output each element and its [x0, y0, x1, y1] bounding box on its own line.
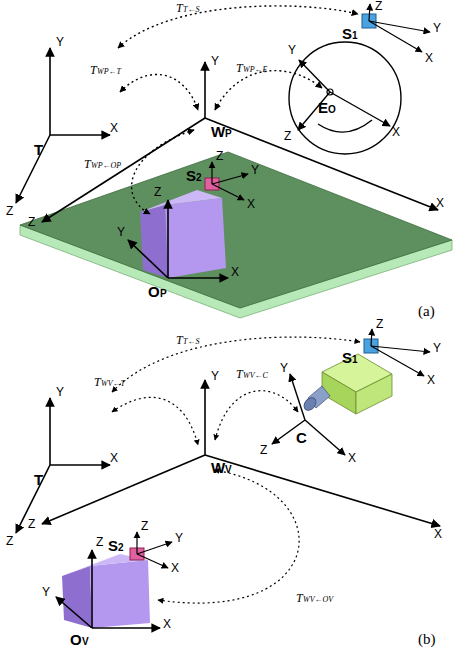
- axis-label: X: [110, 452, 118, 464]
- axis-label: X: [231, 266, 239, 278]
- transform-label: T: [236, 62, 243, 74]
- frame-label: T: [34, 472, 43, 487]
- transform-subscript: WV←OV: [303, 596, 333, 604]
- axis-label: Y: [251, 164, 259, 176]
- axis-label: Z: [260, 444, 267, 456]
- axis-label: Z: [141, 520, 148, 532]
- frame-subscript: V: [225, 465, 232, 475]
- axis-label: X: [392, 126, 400, 138]
- frame-subscript: P: [225, 129, 232, 139]
- axis-label: X: [247, 198, 255, 210]
- axis-label: Y: [433, 22, 441, 34]
- axis-label: Y: [42, 586, 50, 598]
- axis-label: X: [427, 374, 435, 386]
- axis-label: Y: [175, 532, 183, 544]
- frame-label: W: [211, 460, 225, 475]
- transform-subscript: T←S: [183, 6, 199, 14]
- transform-subscript: WP←OP: [91, 162, 121, 170]
- transform-subscript: WP←E: [243, 66, 267, 74]
- axis-label: Y: [288, 44, 296, 56]
- transform-label: T: [236, 368, 243, 380]
- axis-label: Y: [433, 342, 441, 354]
- axis-label: X: [425, 52, 433, 64]
- axis-label: Y: [56, 386, 64, 398]
- axis-label: Y: [211, 55, 219, 67]
- axis-label: Z: [376, 318, 383, 330]
- transform-label: T: [176, 2, 183, 14]
- frame-subscript: 2: [118, 543, 124, 553]
- frame-label: O: [148, 284, 160, 299]
- panel-label: (b): [418, 632, 436, 647]
- frame-label: W: [211, 124, 225, 139]
- frame-label: O: [70, 632, 82, 647]
- axis-label: X: [436, 197, 444, 209]
- frame-label: S: [342, 26, 352, 41]
- frame-label: S: [186, 168, 196, 183]
- frame-label: C: [296, 430, 307, 445]
- axis-label: X: [110, 122, 118, 134]
- transform-label: T: [296, 592, 303, 604]
- frame-subscript: 1: [352, 31, 358, 41]
- frame-label: T: [34, 142, 43, 157]
- axis-label: X: [163, 618, 171, 630]
- frame-subscript: V: [82, 637, 89, 647]
- transform-subscript: WV←C: [243, 372, 268, 380]
- transform-label: T: [84, 158, 91, 170]
- frame-subscript: 2: [196, 173, 202, 183]
- transform-subscript: T←S: [183, 338, 199, 346]
- frame-subscript: O: [328, 105, 336, 115]
- axis-label: Z: [216, 150, 223, 162]
- transform-label: T: [94, 376, 101, 388]
- frame-subscript: P: [160, 289, 167, 299]
- frame-subscript: 1: [352, 355, 358, 365]
- axis-label: Z: [6, 535, 13, 547]
- axis-label: Y: [117, 226, 125, 238]
- axis-label: Y: [56, 36, 64, 48]
- transform-label: T: [176, 334, 183, 346]
- axis-label: Z: [154, 186, 161, 198]
- axis-label: Z: [96, 536, 103, 548]
- axis-label: Z: [6, 205, 13, 217]
- transform-label: T: [90, 64, 97, 76]
- axis-label: X: [171, 562, 179, 574]
- axis-label: Z: [284, 130, 291, 142]
- panel-label: (a): [418, 304, 435, 319]
- axis-label: Y: [280, 362, 288, 374]
- axis-label: Y: [211, 370, 219, 382]
- axis-label: X: [434, 528, 442, 540]
- transform-subscript: WP←T: [97, 68, 121, 76]
- frame-label: E: [318, 100, 328, 115]
- axis-label: Z: [375, 0, 382, 12]
- axis-label: X: [348, 452, 356, 464]
- frame-label: S: [342, 350, 352, 365]
- axis-label: Z: [28, 216, 35, 228]
- frame-label: S: [108, 538, 118, 553]
- transform-subscript: WV←T: [101, 380, 125, 388]
- axis-label: Z: [28, 518, 35, 530]
